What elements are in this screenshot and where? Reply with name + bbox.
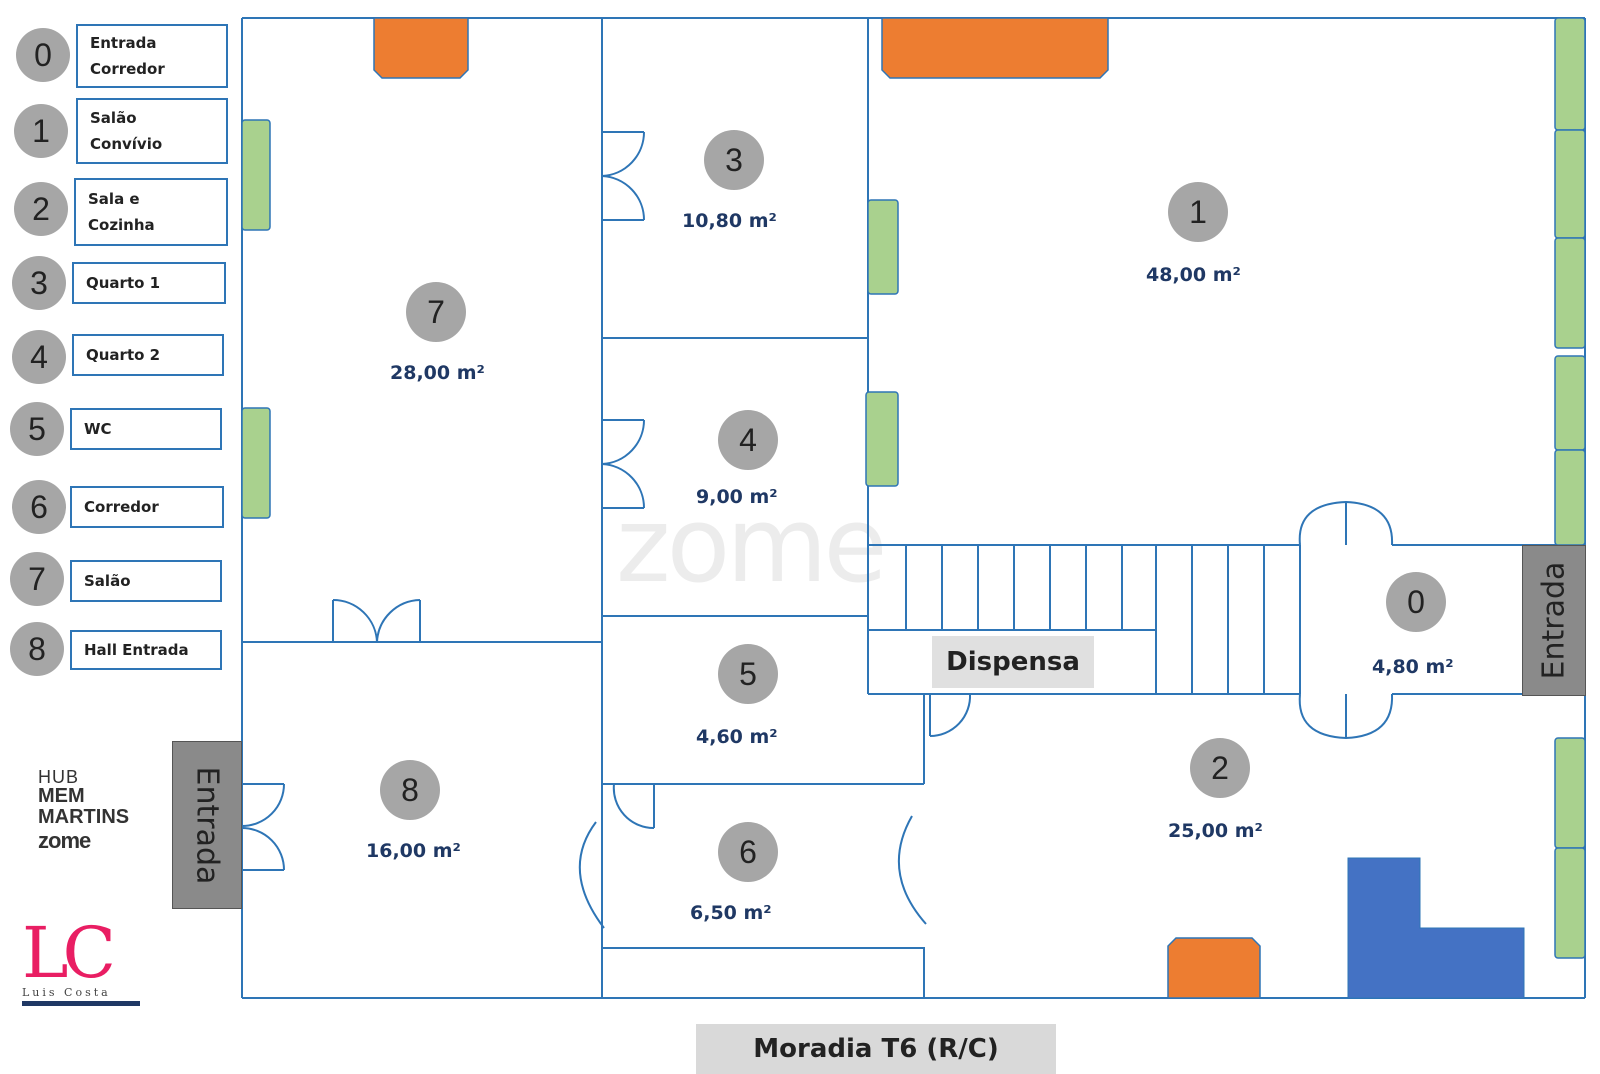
room-area-2: 25,00 m² [1168,820,1263,842]
legend-number-4: 4 [12,330,66,384]
room-area-7: 28,00 m² [390,362,485,384]
lc-logo-letters: LC [22,912,116,994]
legend-number-2: 2 [14,182,68,236]
room-area-0: 4,80 m² [1372,656,1454,678]
entrance-left-label: Entrada [189,766,225,884]
legend-label-0-line1: Entrada [90,34,157,52]
legend-label-5: WC [70,408,222,450]
room-number-6: 6 [718,822,778,882]
plan-title: Moradia T6 (R/C) [696,1024,1056,1074]
legend-label-8: Hall Entrada [70,630,222,670]
entrance-right: Entrada [1522,545,1586,696]
room-number-8: 8 [380,760,440,820]
room-number-0: 0 [1386,572,1446,632]
legend-label-1: Salão Convívio [76,98,228,164]
legend-number-8: 8 [10,622,64,676]
room-area-5: 4,60 m² [696,726,778,748]
legend-label-2: Sala e Cozinha [74,178,228,246]
legend-label-6: Corredor [70,486,224,528]
dispensa-label: Dispensa [932,636,1094,688]
legend-label-0: Entrada Corredor [76,24,228,88]
legend-label-0-line2: Corredor [90,60,165,78]
room-number-3: 3 [704,130,764,190]
room-number-7: 7 [406,282,466,342]
legend-number-3: 3 [12,256,66,310]
hub-logo-line3: MARTINS [38,806,130,828]
lc-logo-name: Luis Costa [22,986,111,999]
room-number-1: 1 [1168,182,1228,242]
legend-number-5: 5 [10,402,64,456]
hub-mem-martins-logo: HUB MEM MARTINS zome [38,768,129,854]
hub-logo-line1: HUB [38,767,80,787]
legend-label-4: Quarto 2 [72,334,224,376]
room-area-4: 9,00 m² [696,486,778,508]
room-area-3: 10,80 m² [682,210,777,232]
room-area-6: 6,50 m² [690,902,772,924]
entrance-left: Entrada [172,741,242,909]
legend-label-2-line2: Cozinha [88,216,155,234]
hub-logo-line2: MEM [38,785,85,807]
legend-number-6: 6 [12,480,66,534]
hub-logo-brand: zome [38,828,91,853]
room-number-4: 4 [718,410,778,470]
room-number-5: 5 [718,644,778,704]
legend-label-1-line1: Salão [90,109,137,127]
lc-logo-bar [22,1001,140,1006]
legend-number-1: 1 [14,104,68,158]
watermark: zome [616,484,888,606]
legend-label-7: Salão [70,560,222,602]
legend-label-3: Quarto 1 [72,262,226,304]
legend-number-7: 7 [10,552,64,606]
room-number-2: 2 [1190,738,1250,798]
entrance-right-label: Entrada [1536,561,1572,680]
room-area-1: 48,00 m² [1146,264,1241,286]
legend-label-2-line1: Sala e [88,190,140,208]
legend-number-0: 0 [16,28,70,82]
legend-label-1-line2: Convívio [90,135,163,153]
luis-costa-logo: LC Luis Costa [22,918,146,1014]
room-area-8: 16,00 m² [366,840,461,862]
